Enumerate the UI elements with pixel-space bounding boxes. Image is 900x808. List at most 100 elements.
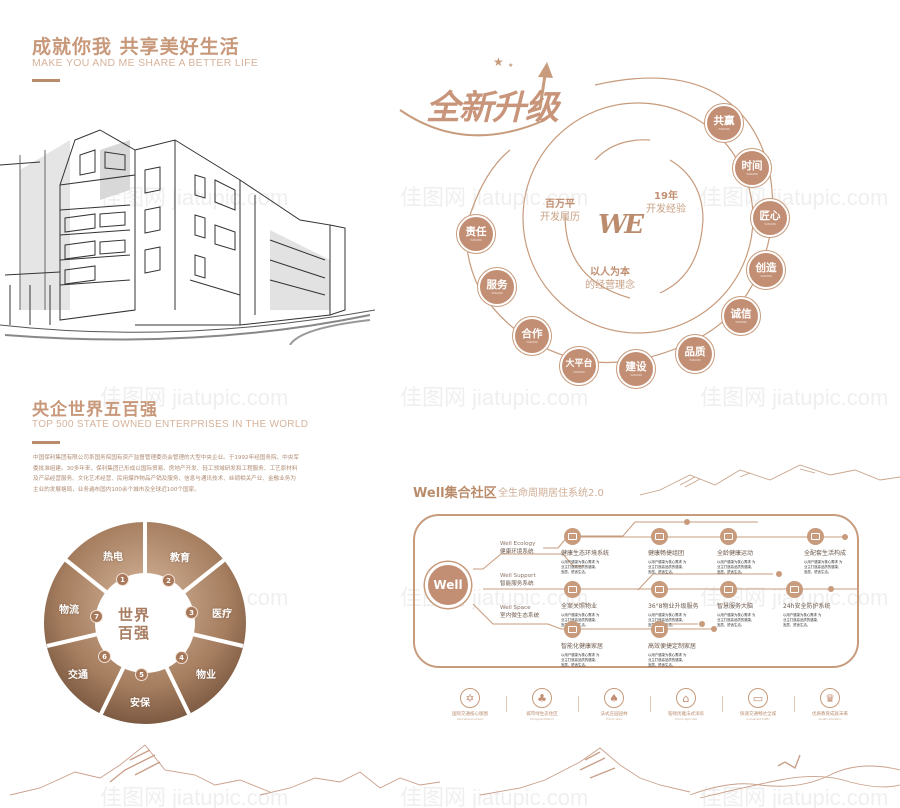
upgrade-title: 全新升级 — [426, 88, 559, 128]
node-icon — [564, 581, 581, 598]
crown-sofa-icon: ♛ — [820, 688, 840, 708]
well-node: 健康畅捷组团 以用户健康为核心需求 为业主打造高品质的健康、宜居、舒适生活。 — [648, 528, 688, 575]
divider — [793, 696, 795, 712]
tree-icon: ♣ — [532, 688, 552, 708]
bonsai-icon: ♠ — [604, 688, 624, 708]
we-right-bold: 19年 — [654, 191, 678, 202]
pie-segment-label: 安保 — [130, 698, 150, 709]
well-hub-label: Well — [433, 578, 463, 592]
we-bottom-text: 以人为本 的经营理念 — [585, 266, 635, 292]
pie-segment-label: 教育 — [170, 553, 190, 564]
pie-segment-number: 1 — [116, 573, 129, 586]
star-of-david-icon: ✡ — [460, 688, 480, 708]
well-connector-lines — [413, 514, 859, 668]
pie-center-line1: 世界 — [118, 606, 151, 624]
node-icon — [786, 581, 803, 598]
line-end-dot — [776, 571, 782, 577]
soe-title-en: TOP 500 STATE OWNED ENTERPRISES IN THE W… — [32, 419, 309, 430]
well-node: 24h安全防护系统 以用户健康为核心需求 为业主打造高品质的健康、宜居、舒适生活… — [783, 581, 830, 628]
mountain-sketch-bottom — [0, 740, 900, 808]
well-title: Well集合社区 — [413, 486, 497, 501]
node-icon — [720, 581, 737, 598]
arch-door-icon: ⌂ — [676, 688, 696, 708]
we-logo: WE — [598, 210, 644, 240]
well-branch: Well Support 智能服务系统 — [500, 573, 536, 587]
we-right-sub: 开发经验 — [646, 204, 686, 215]
divider — [649, 696, 651, 712]
pie-center-text: 世界 百强 — [118, 606, 150, 642]
pie-segment-number: 2 — [162, 574, 175, 587]
well-node: 智慧服务大脑 以用户健康为核心需求 为业主打造高品质的健康、宜居、舒适生活。 — [717, 581, 757, 628]
node-icon — [651, 528, 668, 545]
well-subtitle: 全生命周期居住系统2.0 — [498, 488, 604, 499]
we-left-text: 百万平 开发履历 — [540, 198, 580, 224]
car-icon: ▭ — [748, 688, 768, 708]
node-icon — [807, 528, 824, 545]
star-icon: ★ — [493, 55, 504, 69]
line-end-dot — [684, 519, 690, 525]
pie-segment-label: 医疗 — [212, 609, 232, 620]
pie-segment-label: 热电 — [103, 552, 123, 563]
node-icon — [564, 621, 581, 638]
line-end-dot — [828, 586, 834, 592]
line-end-dot — [842, 534, 848, 540]
soe-paragraph: 中国保利集团有限公司系国务院国有资产监督管理委员会管理的大型中央企业。于1992… — [33, 455, 299, 493]
well-branch: Well Ecology 健康环境系统 — [500, 541, 536, 555]
well-node: 全配套生活构成 以用户健康为核心需求 为业主打造高品质的健康、宜居、舒适生活。 — [804, 528, 846, 575]
pie-segment-label: 物业 — [196, 670, 216, 681]
soe-title-cn: 央企世界五百强 — [32, 400, 158, 420]
well-hub: Well — [425, 562, 471, 608]
pie-segment-number: 4 — [175, 651, 188, 664]
section-title-en: MAKE YOU AND ME SHARE A BETTER LIFE — [32, 57, 259, 69]
industry-pie — [42, 520, 248, 726]
well-branch: Well Space 室内微生态系统 — [500, 605, 540, 619]
well-node: 健康生态环境系统 以用户健康为核心需求 为业主打造高品质的健康、宜居、舒适生活。 — [561, 528, 609, 575]
divider — [721, 696, 723, 712]
well-system-frame — [413, 514, 859, 668]
node-icon — [651, 581, 668, 598]
line-end-dot — [699, 621, 705, 627]
we-bottom-bold: 以人为本 — [590, 267, 630, 278]
soe-underline — [32, 441, 60, 444]
node-icon — [651, 621, 668, 638]
pie-segment-number: 6 — [98, 650, 111, 663]
well-node: 高效便捷定制家居 以用户健康为核心需求 为业主打造高品质的健康、宜居、舒适生活。 — [648, 621, 696, 668]
small-star-icon: ★ — [508, 62, 514, 69]
pie-center-line2: 百强 — [118, 624, 151, 642]
node-icon — [720, 528, 737, 545]
pie-segment-number: 3 — [185, 606, 198, 619]
we-right-text: 19年 开发经验 — [646, 190, 686, 216]
section-title-cn: 成就你我 共享美好生活 — [32, 36, 240, 58]
pie-segment-number: 7 — [90, 610, 103, 623]
pie-segment-label: 物流 — [59, 605, 79, 616]
mountain-sketch-top — [639, 455, 900, 500]
title-underline — [32, 79, 60, 82]
node-icon — [564, 528, 581, 545]
we-left-sub: 开发履历 — [540, 212, 580, 223]
building-sketch-illustration — [0, 110, 376, 346]
pie-segment-label: 交通 — [68, 670, 88, 681]
well-node: 智能化健康家居 以用户健康为核心需求 为业主打造高品质的健康、宜居、舒适生活。 — [561, 621, 603, 668]
line-end-dot — [711, 626, 717, 632]
divider — [505, 696, 507, 712]
well-node: 全龄健康运动 以用户健康为核心需求 为业主打造高品质的健康、宜居、舒适生活。 — [717, 528, 757, 575]
we-bottom-sub: 的经营理念 — [585, 280, 635, 291]
